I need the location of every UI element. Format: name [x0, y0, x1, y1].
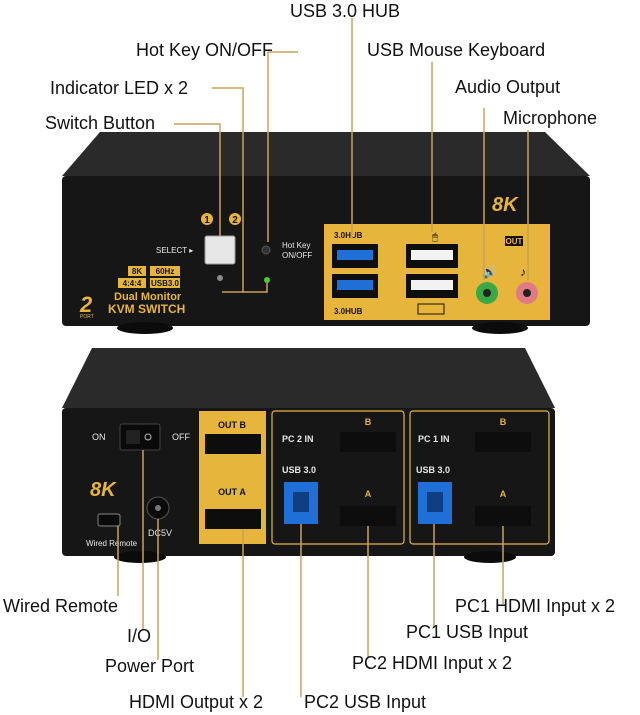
spec-60hz-badge — [150, 266, 180, 276]
leader-lines — [117, 18, 529, 697]
front-foot-right — [472, 322, 528, 334]
mouse-icon: 🖱 — [432, 231, 438, 243]
callout-usb-mouse-keyboard: USB Mouse Keyboard — [367, 40, 546, 60]
spec-8k: 8K — [132, 267, 142, 276]
spec-usb: USB3.0 — [151, 279, 180, 288]
title-line1: Dual Monitor — [114, 291, 182, 303]
spec-8k-badge — [128, 266, 146, 276]
callout-hotkey: Hot Key ON/OFF — [136, 40, 274, 60]
callout-power-port: Power Port — [105, 656, 195, 676]
hdmi-out-b[interactable] — [205, 434, 261, 454]
out-badge — [505, 236, 523, 246]
front-unit: 1 2 SELECT ▸ Hot Key ON/OFF 8K 60Hz 4:4:… — [62, 132, 590, 334]
out-b-label: OUT B — [218, 420, 246, 430]
hotkey-label-1: Hot Key — [282, 241, 310, 250]
port-count: 2 — [79, 292, 93, 317]
rear-unit: ON OFF 8K Wired Remote DC5V OUT B OUT A … — [62, 348, 555, 563]
keyboard-icon — [417, 303, 445, 315]
port2-number: 2 — [232, 215, 238, 226]
pc1-usb-input-socket — [427, 492, 443, 512]
pc2-hdmi-b[interactable] — [340, 432, 396, 452]
speaker-icon: 🔊 — [482, 264, 497, 279]
mic-icon: ♪ — [520, 265, 526, 279]
front-top-face — [62, 132, 590, 176]
pc2-in-label: PC 2 IN — [282, 434, 314, 444]
leader-indicator-led — [212, 87, 244, 293]
microphone-hole — [523, 289, 531, 297]
on-label: ON — [92, 432, 106, 442]
audio-output-hole — [483, 289, 491, 297]
pc1-in-label: PC 1 IN — [418, 434, 450, 444]
callout-usb-hub: USB 3.0 HUB — [290, 1, 401, 21]
pc1-group — [409, 410, 550, 545]
indicator-led-1 — [217, 275, 223, 281]
callout-hdmi-output: HDMI Output x 2 — [129, 692, 264, 712]
port2-badge — [229, 213, 241, 225]
pc2-b-label: B — [365, 417, 372, 427]
out-label: OUT — [506, 237, 523, 246]
indicator-led-2 — [264, 277, 270, 283]
hdmi-out-a[interactable] — [205, 509, 261, 529]
port1-badge — [201, 213, 213, 225]
dc5v-label: DC5V — [148, 528, 172, 538]
io-off-icon — [144, 433, 152, 441]
port1-number: 1 — [204, 215, 210, 226]
io-switch-rocker — [126, 430, 140, 444]
select-label: SELECT ▸ — [156, 246, 193, 255]
switch-button[interactable] — [204, 235, 236, 265]
hotkey-button[interactable] — [261, 245, 271, 255]
out-a-label: OUT A — [218, 487, 246, 497]
callout-audio-output: Audio Output — [455, 77, 561, 97]
pc2-group — [271, 410, 405, 545]
callout-indicator-led: Indicator LED x 2 — [50, 78, 189, 98]
usb-keyboard-port-tongue — [411, 280, 453, 290]
pc1-hdmi-b[interactable] — [475, 432, 531, 452]
usb-hub-port-2-tongue — [337, 280, 373, 290]
pc1-a-label: A — [500, 489, 507, 499]
usb-mouse-port-tongue — [411, 250, 453, 260]
rear-8k-badge: 8K — [90, 479, 117, 501]
spec-444: 4:4:4 — [123, 279, 142, 288]
spec-444-badge — [118, 278, 146, 288]
pc2-usb30-label: USB 3.0 — [282, 465, 316, 475]
front-foot-left — [117, 322, 173, 334]
pc1-b-label: B — [500, 417, 507, 427]
usb-hub-port-1-tongue — [337, 250, 373, 260]
spec-60hz: 60Hz — [156, 267, 175, 276]
pc1-hdmi-a[interactable] — [475, 506, 531, 526]
callout-wired-remote: Wired Remote — [3, 596, 119, 616]
pc2-a-label: A — [365, 489, 372, 499]
leader-switch — [174, 123, 221, 236]
pc2-hdmi-a[interactable] — [340, 506, 396, 526]
pc1-usb30-label: USB 3.0 — [416, 465, 450, 475]
callout-microphone: Microphone — [503, 108, 598, 128]
usb-hub-label-top: 3.0HUB — [334, 231, 363, 240]
usb-hub-label-bottom: 3.0HUB — [334, 307, 363, 316]
off-label: OFF — [172, 432, 190, 442]
callout-pc1-usb: PC1 USB Input — [406, 622, 529, 642]
port-word: PORT — [80, 314, 94, 320]
title-line2: KVM SWITCH — [108, 302, 185, 316]
rear-foot-left — [114, 551, 166, 563]
callout-pc1-hdmi: PC1 HDMI Input x 2 — [455, 596, 616, 616]
leader-hotkey — [267, 51, 298, 242]
rear-top-face — [62, 348, 555, 408]
rear-foot-right — [464, 551, 516, 563]
spec-usb-badge — [150, 278, 180, 288]
pc2-usb-input-socket — [293, 492, 309, 512]
callout-io: I/O — [127, 626, 152, 646]
front-8k-badge: 8K — [492, 194, 519, 216]
leader-indicator-led-2 — [243, 283, 268, 293]
wired-remote-port[interactable] — [97, 513, 121, 527]
wired-remote-label: Wired Remote — [86, 539, 138, 548]
callout-pc2-hdmi: PC2 HDMI Input x 2 — [352, 653, 513, 673]
callout-switch-button: Switch Button — [45, 113, 156, 133]
power-port-pin — [155, 505, 161, 511]
hotkey-label-2: ON/OFF — [282, 251, 312, 260]
callout-pc2-usb: PC2 USB Input — [304, 692, 427, 712]
